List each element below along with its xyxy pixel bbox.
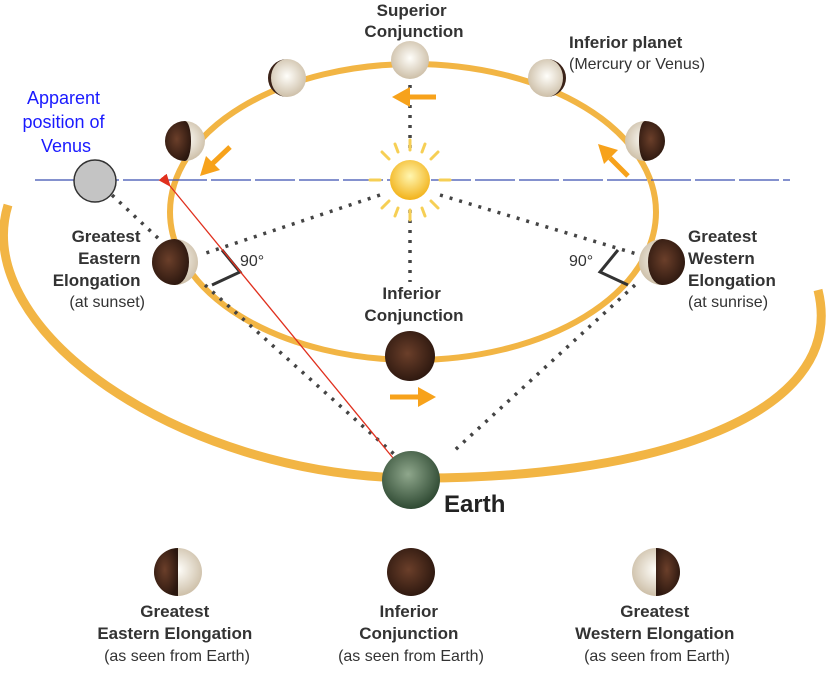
arrow-right-icon (390, 387, 436, 407)
apparent-sight-line (158, 173, 394, 459)
earth-label: Earth (444, 491, 505, 518)
planet-gibbous-right (528, 59, 566, 97)
apparent-venus-icon (73, 159, 117, 203)
sun-icon (368, 138, 452, 222)
planet-greatest-western-elongation (639, 239, 685, 285)
bottom-caption-western: Greatest Western Elongation (as seen fro… (575, 602, 739, 665)
arrow-upleft-icon (598, 144, 630, 178)
bottom-caption-eastern: Greatest Eastern Elongation (as seen fro… (97, 602, 256, 665)
superior-conjunction-label: Superior Conjunction (364, 1, 463, 41)
dotted-sight-lines (110, 85, 641, 457)
angle-label-right: 90° (569, 253, 593, 270)
planet-gibbous-left (268, 59, 306, 97)
angle-label-left: 90° (240, 253, 264, 270)
planet-inferior-conjunction (385, 331, 435, 381)
arrow-left-icon (392, 87, 436, 107)
greatest-eastern-label: Greatest Eastern Elongation (at sunset) (53, 227, 145, 311)
planet-greatest-eastern-elongation (152, 239, 198, 285)
inferior-planet-label: Inferior planet (Mercury or Venus) (569, 33, 705, 73)
planet-superior-conjunction (391, 41, 429, 79)
greatest-western-label: Greatest Western Elongation (at sunrise) (688, 227, 780, 311)
phase-greatest-western (632, 548, 680, 596)
planet-quarter-right (625, 121, 665, 161)
phase-inferior-conjunction (387, 548, 435, 596)
arrow-downleft-icon (200, 145, 232, 176)
right-angle-mark-right (597, 249, 629, 287)
apparent-position-label: Apparent position of Venus (22, 88, 109, 156)
phase-greatest-eastern (154, 548, 202, 596)
planet-quarter-left (165, 121, 205, 161)
inferior-conjunction-label: Inferior Conjunction (364, 284, 463, 325)
orbit-direction-arrows (200, 87, 630, 407)
bottom-caption-inferior: Inferior Conjunction (as seen from Earth… (338, 602, 484, 665)
earth-icon (382, 451, 440, 509)
